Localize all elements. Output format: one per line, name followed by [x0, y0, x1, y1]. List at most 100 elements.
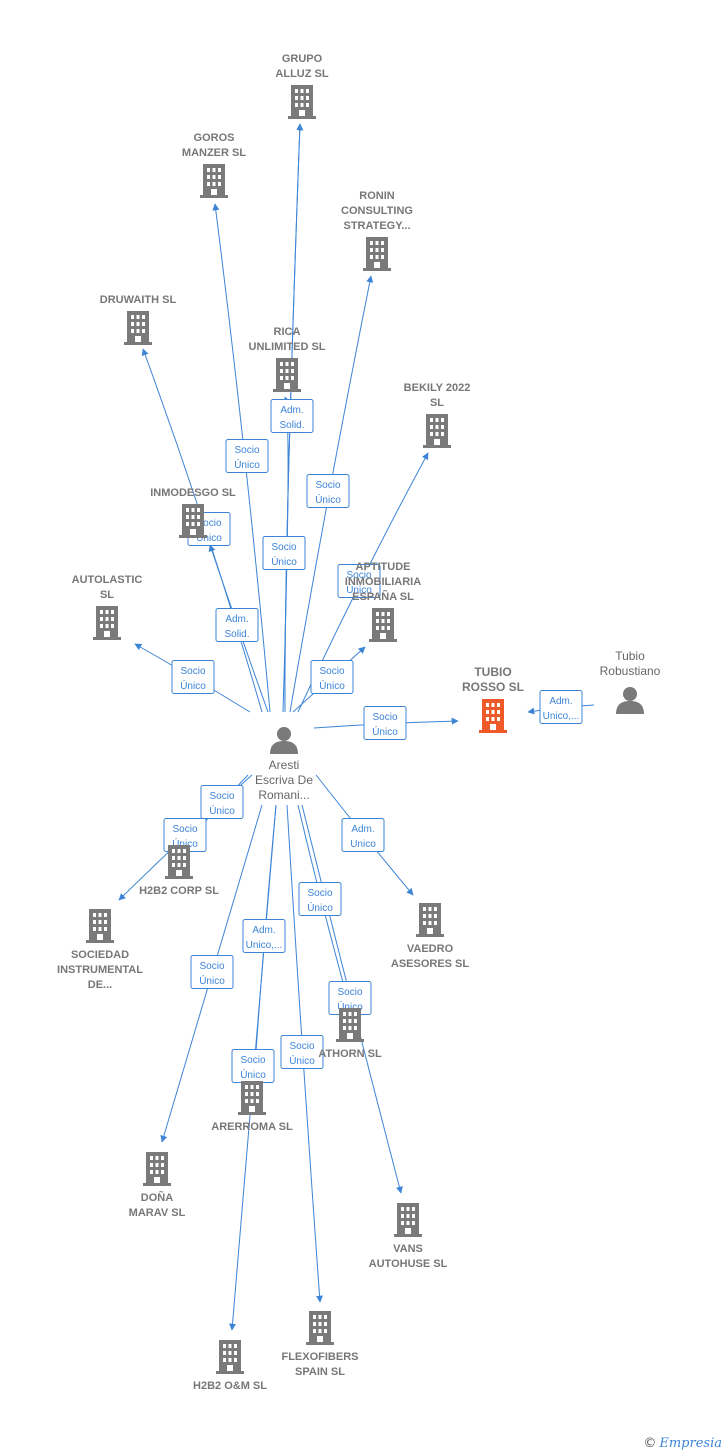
edge-aresti-to-grupo_alluz: [284, 123, 304, 713]
node-label: INSTRUMENTAL: [57, 964, 143, 976]
edge-label-text: Único: [346, 583, 372, 596]
edge-label-text: Adm.: [549, 696, 572, 707]
empresia-logo: ©Empresia: [643, 1436, 722, 1451]
node-label: ESPAÑA SL: [352, 590, 414, 603]
edge-role-label[interactable]: Adm.Unico,...: [539, 690, 583, 724]
building-icon: [273, 358, 301, 392]
node-druwaith[interactable]: DRUWAITH SL: [100, 294, 177, 345]
building-icon: [423, 414, 451, 448]
node-label: INMOBILIARIA: [345, 576, 421, 588]
edge-label-text: Único: [315, 493, 341, 506]
person-icon: [616, 687, 644, 714]
edge-label-box: [363, 706, 407, 740]
node-label: ROSSO SL: [462, 680, 524, 694]
edge-label-text: Socio: [234, 445, 259, 456]
node-label: VAEDRO: [407, 943, 454, 955]
edge-label-text: Único: [209, 804, 235, 817]
node-label: Romani...: [258, 788, 309, 802]
node-h2b2_om[interactable]: H2B2 O&M SL: [193, 1340, 267, 1392]
building-icon: [288, 85, 316, 119]
edge-label-box: [262, 536, 306, 570]
edges-layer: [118, 123, 595, 1331]
node-label: SL: [100, 589, 114, 601]
node-label: RONIN: [359, 190, 395, 202]
node-arerroma[interactable]: ARERROMA SL: [211, 1081, 293, 1133]
node-sociedad_instrumental[interactable]: SOCIEDADINSTRUMENTALDE...: [57, 909, 143, 991]
edge-label-box: [171, 660, 215, 694]
node-h2b2_corp[interactable]: H2B2 CORP SL: [139, 845, 219, 897]
node-label: GOROS: [194, 132, 235, 144]
node-label: DE...: [88, 979, 112, 991]
edge-label-box: [337, 564, 381, 598]
node-label: GRUPO: [282, 53, 323, 65]
node-goros_manzer[interactable]: GOROS MANZER SL: [182, 132, 246, 198]
node-label: ALLUZ SL: [275, 68, 328, 80]
edge-role-label[interactable]: Adm.Unico: [341, 818, 385, 852]
node-label: H2B2 CORP SL: [139, 885, 219, 897]
edge-label-box: [190, 955, 234, 989]
node-ronin[interactable]: RONINCONSULTINGSTRATEGY...: [341, 190, 413, 271]
edge-label-text: Socio: [180, 666, 205, 677]
building-icon: [479, 699, 507, 733]
node-label: Aresti: [269, 758, 300, 772]
edge-role-label[interactable]: Adm.Solid.: [270, 399, 314, 433]
building-icon: [363, 237, 391, 271]
building-icon: [369, 608, 397, 642]
edge-label-text: Adm.: [280, 405, 303, 416]
node-inmodesgo[interactable]: INMODESGO SL: [150, 487, 236, 538]
node-label: Escriva De: [255, 773, 313, 787]
edge-label-text: Socio: [209, 791, 234, 802]
copyright-symbol: ©: [643, 1436, 657, 1451]
edge-label-box: [310, 660, 354, 694]
edge-label-text: Socio: [346, 570, 371, 581]
edge-label-text: Único: [180, 679, 206, 692]
node-label: DOÑA: [141, 1191, 173, 1204]
node-label: H2B2 O&M SL: [193, 1380, 267, 1392]
node-athorn[interactable]: ATHORN SL: [318, 1008, 382, 1060]
building-icon: [394, 1203, 422, 1237]
building-icon: [179, 504, 207, 538]
edge-labels-layer: SocioÚnicoSocioÚnicoSocioÚnicoSocioÚnico…: [163, 399, 583, 1083]
node-label: INMODESGO SL: [150, 487, 236, 499]
edge-label-box: [242, 919, 286, 953]
building-icon: [143, 1152, 171, 1186]
node-label: MANZER SL: [182, 147, 246, 159]
edge-label-box: [270, 399, 314, 433]
node-label: TUBIO: [474, 665, 511, 679]
edge-role-label[interactable]: Adm. Solid.: [215, 608, 259, 642]
edge-label-text: Solid.: [224, 629, 249, 640]
edge-label-text: Único: [234, 458, 260, 471]
node-label: AUTOHUSE SL: [369, 1258, 448, 1270]
node-grupo_alluz[interactable]: GRUPO ALLUZ SL: [275, 53, 329, 119]
node-label: FLEXOFIBERS: [281, 1351, 358, 1363]
edge-label-box: [298, 882, 342, 916]
edge-role-label[interactable]: Adm.Unico,...: [242, 919, 286, 953]
edge-label-text: Adm.: [225, 614, 248, 625]
node-label: AUTOLASTIC: [72, 574, 143, 586]
node-autolastic[interactable]: AUTOLASTIC SL: [72, 574, 143, 640]
